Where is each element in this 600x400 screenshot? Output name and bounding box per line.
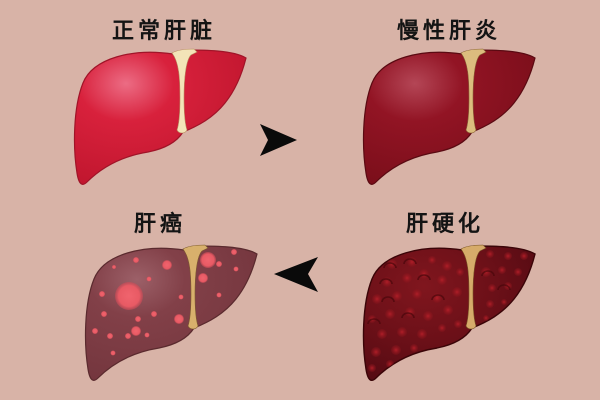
stage-label-normal-liver: 正常肝脏 [112,18,217,44]
chronic-hepatitis-liver-illustration [362,48,536,185]
cirrhosis-nodules [367,250,528,372]
cirrhosis-liver-illustration [362,244,536,382]
liver-cancer-illustration [84,244,258,381]
stage-label-chronic-hepatitis: 慢性肝炎 [397,18,502,44]
normal-liver-illustration [73,48,247,185]
arrow-left-icon [274,257,318,292]
arrow-right-icon [260,124,297,156]
tumor-spots [92,249,239,356]
stage-label-cirrhosis: 肝硬化 [406,211,485,237]
stage-label-liver-cancer: 肝癌 [134,211,187,237]
